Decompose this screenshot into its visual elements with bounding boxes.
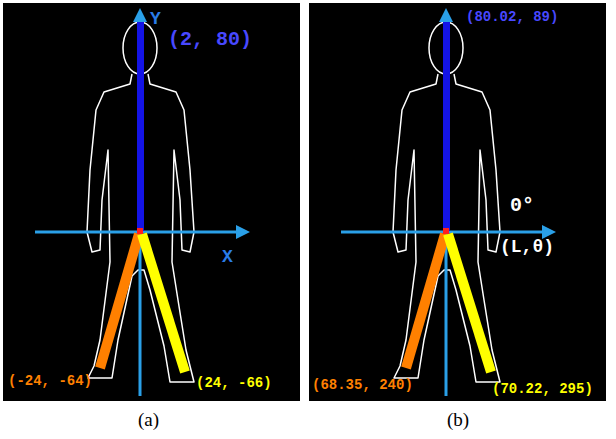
coordinate-label: (-24, -64) [8, 374, 92, 388]
polar-label: (L,θ) [500, 238, 554, 256]
angle-label: 0° [510, 196, 534, 216]
panel-caption: (b) [447, 410, 469, 429]
coordinate-label: (2, 80) [168, 30, 252, 50]
panel-b-figure [309, 3, 606, 401]
coordinate-label: (24, -66) [196, 376, 272, 390]
coordinate-label: (70.22, 295) [492, 382, 593, 396]
coordinate-label: (68.35, 240) [312, 378, 413, 392]
panel-caption: (a) [138, 410, 159, 429]
axis-label: X [222, 248, 233, 266]
panel-a-figure [3, 3, 300, 401]
coordinate-label: (80.02, 89) [466, 10, 558, 24]
axis-label: Y [150, 10, 161, 28]
